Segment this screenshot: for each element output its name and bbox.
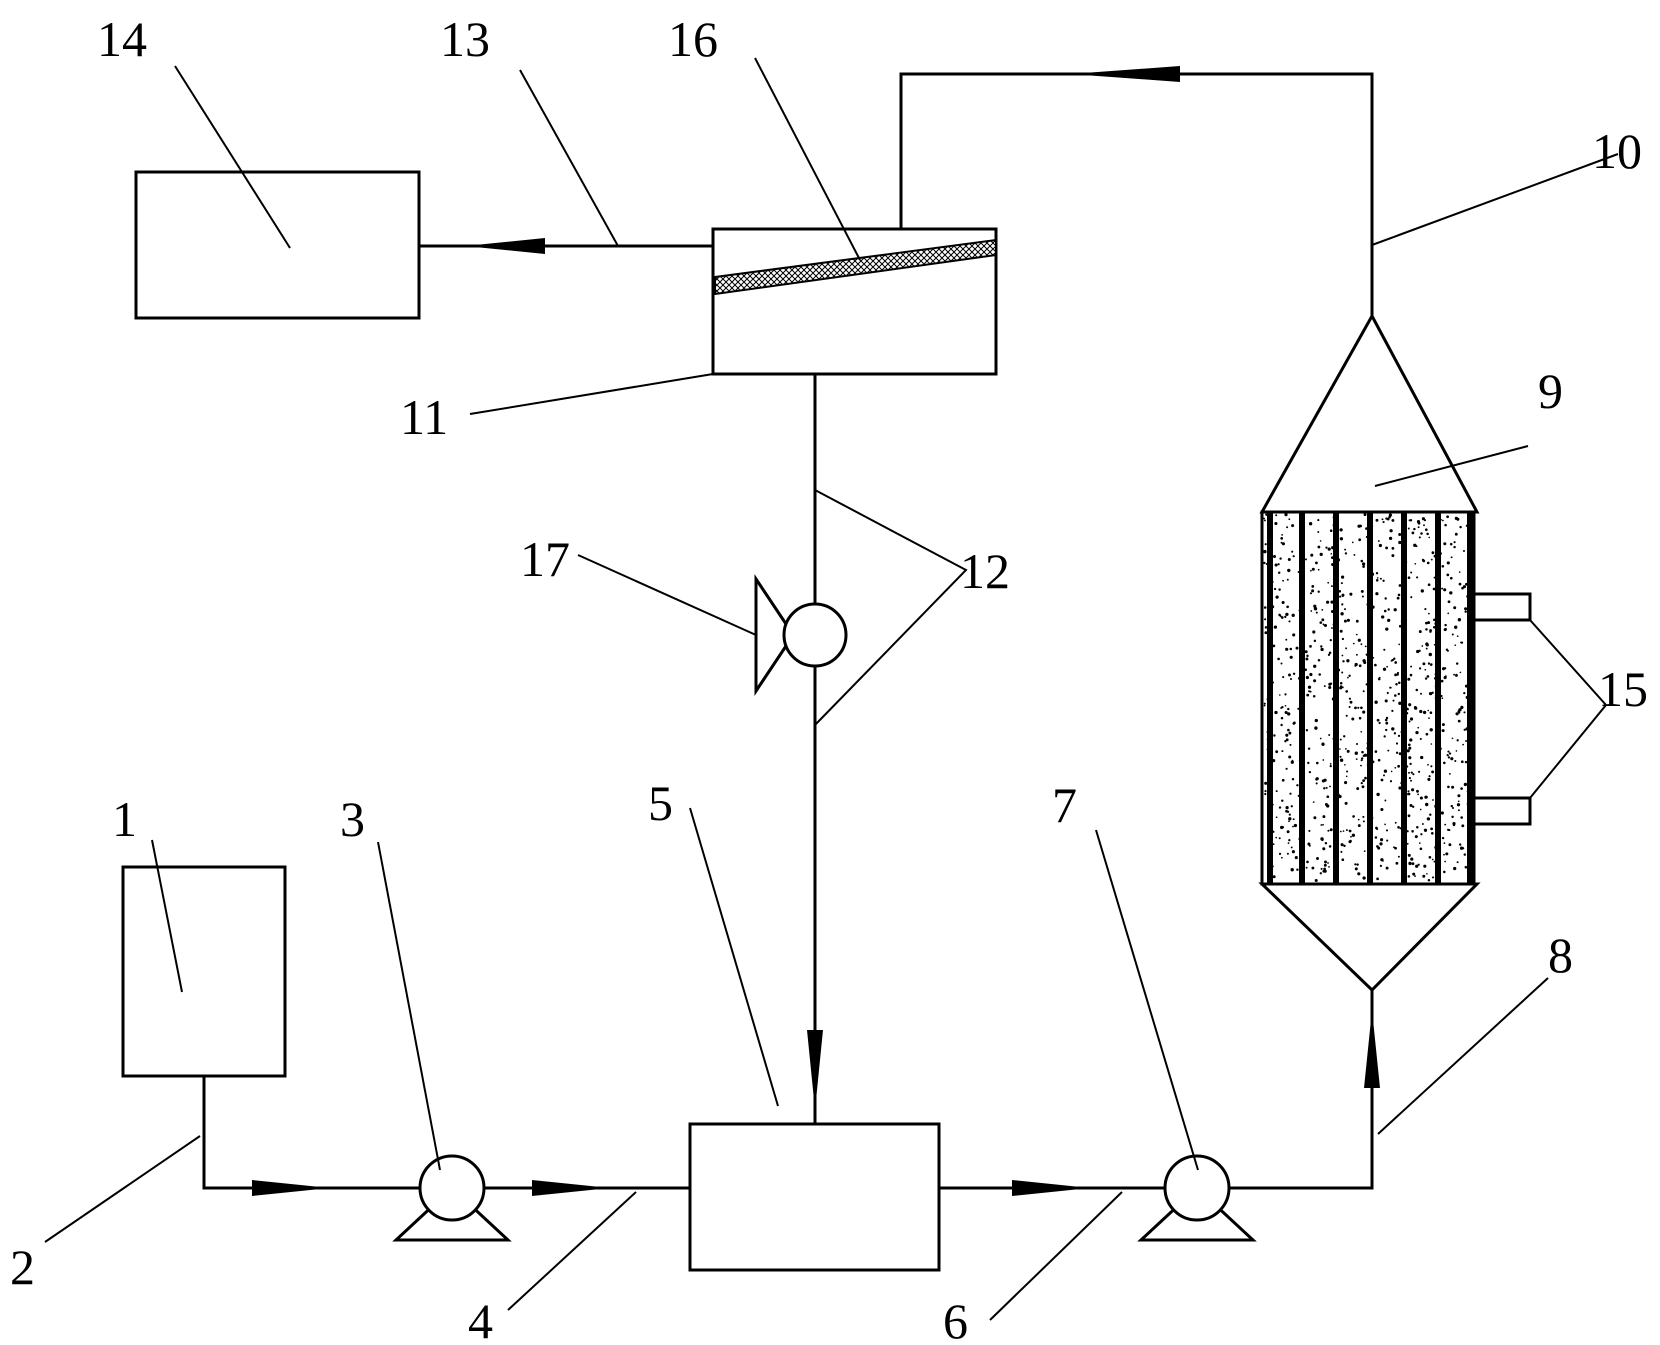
leader-17 — [577, 554, 757, 636]
label-8: 8 — [1548, 927, 1573, 983]
flow-arrow-pipe-4 — [532, 1180, 610, 1196]
label-7: 7 — [1052, 777, 1077, 833]
label-13: 13 — [440, 11, 490, 67]
flow-arrow-pipe-10 — [1070, 66, 1180, 82]
pipe-2 — [202, 1076, 420, 1190]
leader-6 — [989, 1191, 1123, 1321]
leader-11 — [469, 373, 714, 415]
leader-12 — [814, 489, 968, 726]
mixing-tank — [688, 1122, 941, 1272]
leader-15 — [1529, 619, 1608, 799]
leader-1 — [151, 839, 183, 993]
pump-7 — [1137, 1154, 1257, 1242]
leader-4 — [507, 1191, 637, 1311]
flow-arrow-pipe-6 — [1012, 1180, 1090, 1196]
label-3: 3 — [340, 791, 365, 847]
feed-tank — [121, 865, 287, 1078]
leader-13 — [519, 69, 619, 247]
flow-arrow-pipe-12 — [807, 1030, 823, 1110]
label-15: 15 — [1598, 661, 1648, 717]
pipe-8 — [1230, 990, 1374, 1190]
flow-arrow-pipe-2 — [252, 1180, 330, 1196]
label-5: 5 — [648, 775, 673, 831]
valve-17 — [754, 574, 848, 696]
leader-5 — [689, 807, 779, 1107]
label-1: 1 — [112, 791, 137, 847]
collection-tank — [134, 170, 421, 320]
leader-10 — [1371, 153, 1619, 246]
label-12: 12 — [960, 543, 1010, 599]
leader-9 — [1374, 445, 1529, 487]
leader-8 — [1377, 977, 1549, 1135]
leader-2 — [44, 1135, 201, 1243]
leader-7 — [1095, 829, 1199, 1171]
label-16: 16 — [668, 11, 718, 67]
label-14: 14 — [97, 11, 147, 67]
label-9: 9 — [1538, 363, 1563, 419]
flow-arrow-pipe-8 — [1364, 1010, 1380, 1088]
upper-nozzle — [1472, 592, 1532, 622]
lower-nozzle — [1472, 796, 1532, 826]
leader-16 — [754, 57, 861, 261]
label-11: 11 — [400, 389, 448, 445]
label-2: 2 — [10, 1239, 35, 1295]
label-17: 17 — [520, 531, 570, 587]
leader-3 — [377, 841, 441, 1171]
label-10: 10 — [1592, 123, 1642, 179]
label-4: 4 — [468, 1293, 493, 1345]
packed-tower-reactor — [1258, 312, 1481, 993]
label-6: 6 — [943, 1293, 968, 1345]
filter-screen — [714, 238, 997, 296]
leader-14 — [174, 65, 291, 249]
pump-3 — [392, 1154, 512, 1242]
flow-arrow-pipe-13 — [465, 238, 545, 254]
